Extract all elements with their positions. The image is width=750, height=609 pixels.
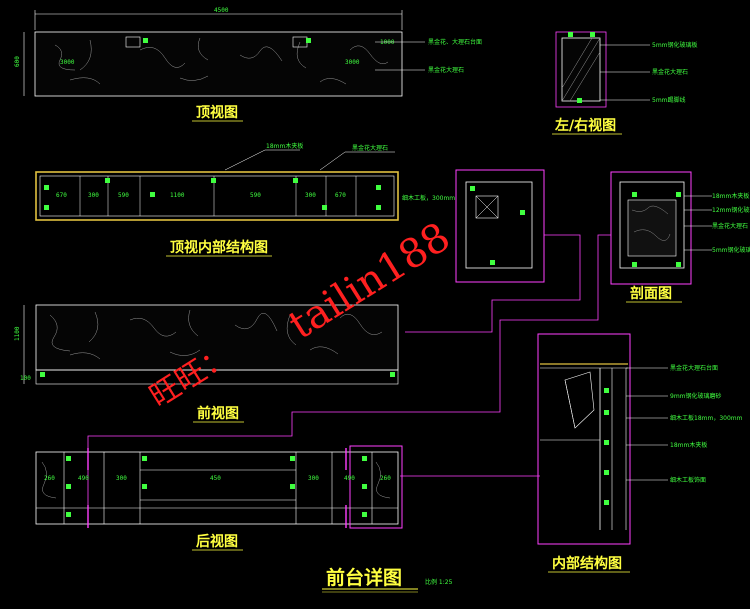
section-note-1: 18mm木夹板: [712, 192, 749, 200]
drawing-scale: 比例 1:25: [425, 578, 453, 586]
front-view-title: 前视图: [197, 405, 239, 422]
svg-text:670: 670: [335, 192, 346, 199]
internal-note-3: 细木工板18mm，300mm: [670, 414, 743, 422]
svg-text:450: 450: [210, 475, 221, 482]
top-internal-title: 顶视内部结构图: [170, 239, 268, 256]
top-internal-view: 670 300 590 1100 590 300 670 18mm木夹板 黑金花…: [35, 142, 455, 257]
marble-texture: [54, 37, 389, 85]
top-internal-outline: [35, 171, 399, 221]
section-detail-frame-a: [455, 169, 545, 283]
top-internal-note-left: 18mm木夹板: [266, 142, 303, 150]
side-view: 5mm钢化玻璃板 黑金花大理石 5mm踢脚线 左/右视图: [552, 31, 698, 135]
top-view-cutout-left: [125, 36, 141, 48]
side-view-note-2: 黑金花大理石: [652, 68, 688, 76]
svg-text:260: 260: [44, 475, 55, 482]
internal-note-2: 9mm钢化玻璃磨砂: [670, 392, 722, 400]
top-view-note-2: 黑金花大理石: [428, 66, 464, 74]
top-view-note-1: 黑金花、大理石台面: [428, 38, 482, 46]
side-view-frame: [555, 31, 607, 108]
back-view: 260 490 300 450 300 490 260 后视图: [35, 445, 403, 551]
internal-detail-frame: [537, 333, 631, 545]
svg-text:490: 490: [78, 475, 89, 482]
side-view-note-3: 5mm踢脚线: [652, 96, 686, 104]
svg-text:490: 490: [344, 475, 355, 482]
side-view-title: 左/右视图: [554, 117, 616, 134]
svg-text:1000: 1000: [380, 39, 395, 46]
section-view-title: 剖面图: [630, 285, 672, 302]
svg-text:3000: 3000: [345, 59, 360, 66]
top-view-depth-dim: 600: [14, 56, 21, 67]
top-view: 4500 600 3000 3000 1000 黑金花、大理石台面 黑金花大理石…: [14, 7, 482, 122]
section-note-4: 5mm钢化玻璃: [712, 246, 750, 254]
svg-text:590: 590: [250, 192, 261, 199]
section-view: 18mm木夹板 12mm钢化玻璃 黑金花大理石 5mm钢化玻璃 剖面图: [455, 169, 750, 303]
svg-text:300: 300: [308, 475, 319, 482]
front-view-height-dim: 1100: [14, 326, 21, 341]
svg-text:260: 260: [380, 475, 391, 482]
top-internal-note-side: 细木工板，300mm: [402, 194, 455, 202]
drawing-main-title: 前台详图: [326, 566, 402, 589]
internal-note-4: 18mm木夹板: [670, 441, 707, 449]
back-view-frame: [35, 451, 399, 525]
svg-text:300: 300: [305, 192, 316, 199]
detail-callout-leaders: [87, 234, 611, 520]
svg-text:1100: 1100: [170, 192, 185, 199]
svg-text:300: 300: [88, 192, 99, 199]
internal-structure-view: 黑金花大理石台面 9mm钢化玻璃磨砂 细木工板18mm，300mm 18mm木夹…: [537, 333, 743, 573]
section-note-3: 黑金花大理石: [712, 222, 748, 230]
svg-text:670: 670: [56, 192, 67, 199]
internal-note-1: 黑金花大理石台面: [670, 364, 718, 372]
section-detail-frame-b: [610, 171, 692, 285]
top-view-overall-dim: 4500: [214, 7, 229, 14]
drawing-title-block: 前台详图 比例 1:25: [322, 566, 453, 593]
section-note-2: 12mm钢化玻璃: [712, 206, 750, 214]
back-view-title: 后视图: [196, 533, 238, 550]
front-view: 1100 100 前视图: [14, 304, 399, 423]
svg-text:590: 590: [118, 192, 129, 199]
svg-text:300: 300: [116, 475, 127, 482]
internal-note-5: 细木工板饰面: [670, 476, 706, 484]
top-internal-note-right: 黑金花大理石: [352, 144, 388, 152]
front-view-base-dim: 100: [20, 375, 31, 382]
top-view-countertop: [34, 31, 403, 97]
back-view-callout-frame: [349, 445, 403, 529]
internal-view-title: 内部结构图: [552, 555, 622, 572]
svg-text:3000: 3000: [60, 59, 75, 66]
side-view-note-1: 5mm钢化玻璃板: [652, 41, 698, 49]
top-view-title: 顶视图: [196, 104, 238, 121]
front-view-plinth: [35, 369, 399, 385]
